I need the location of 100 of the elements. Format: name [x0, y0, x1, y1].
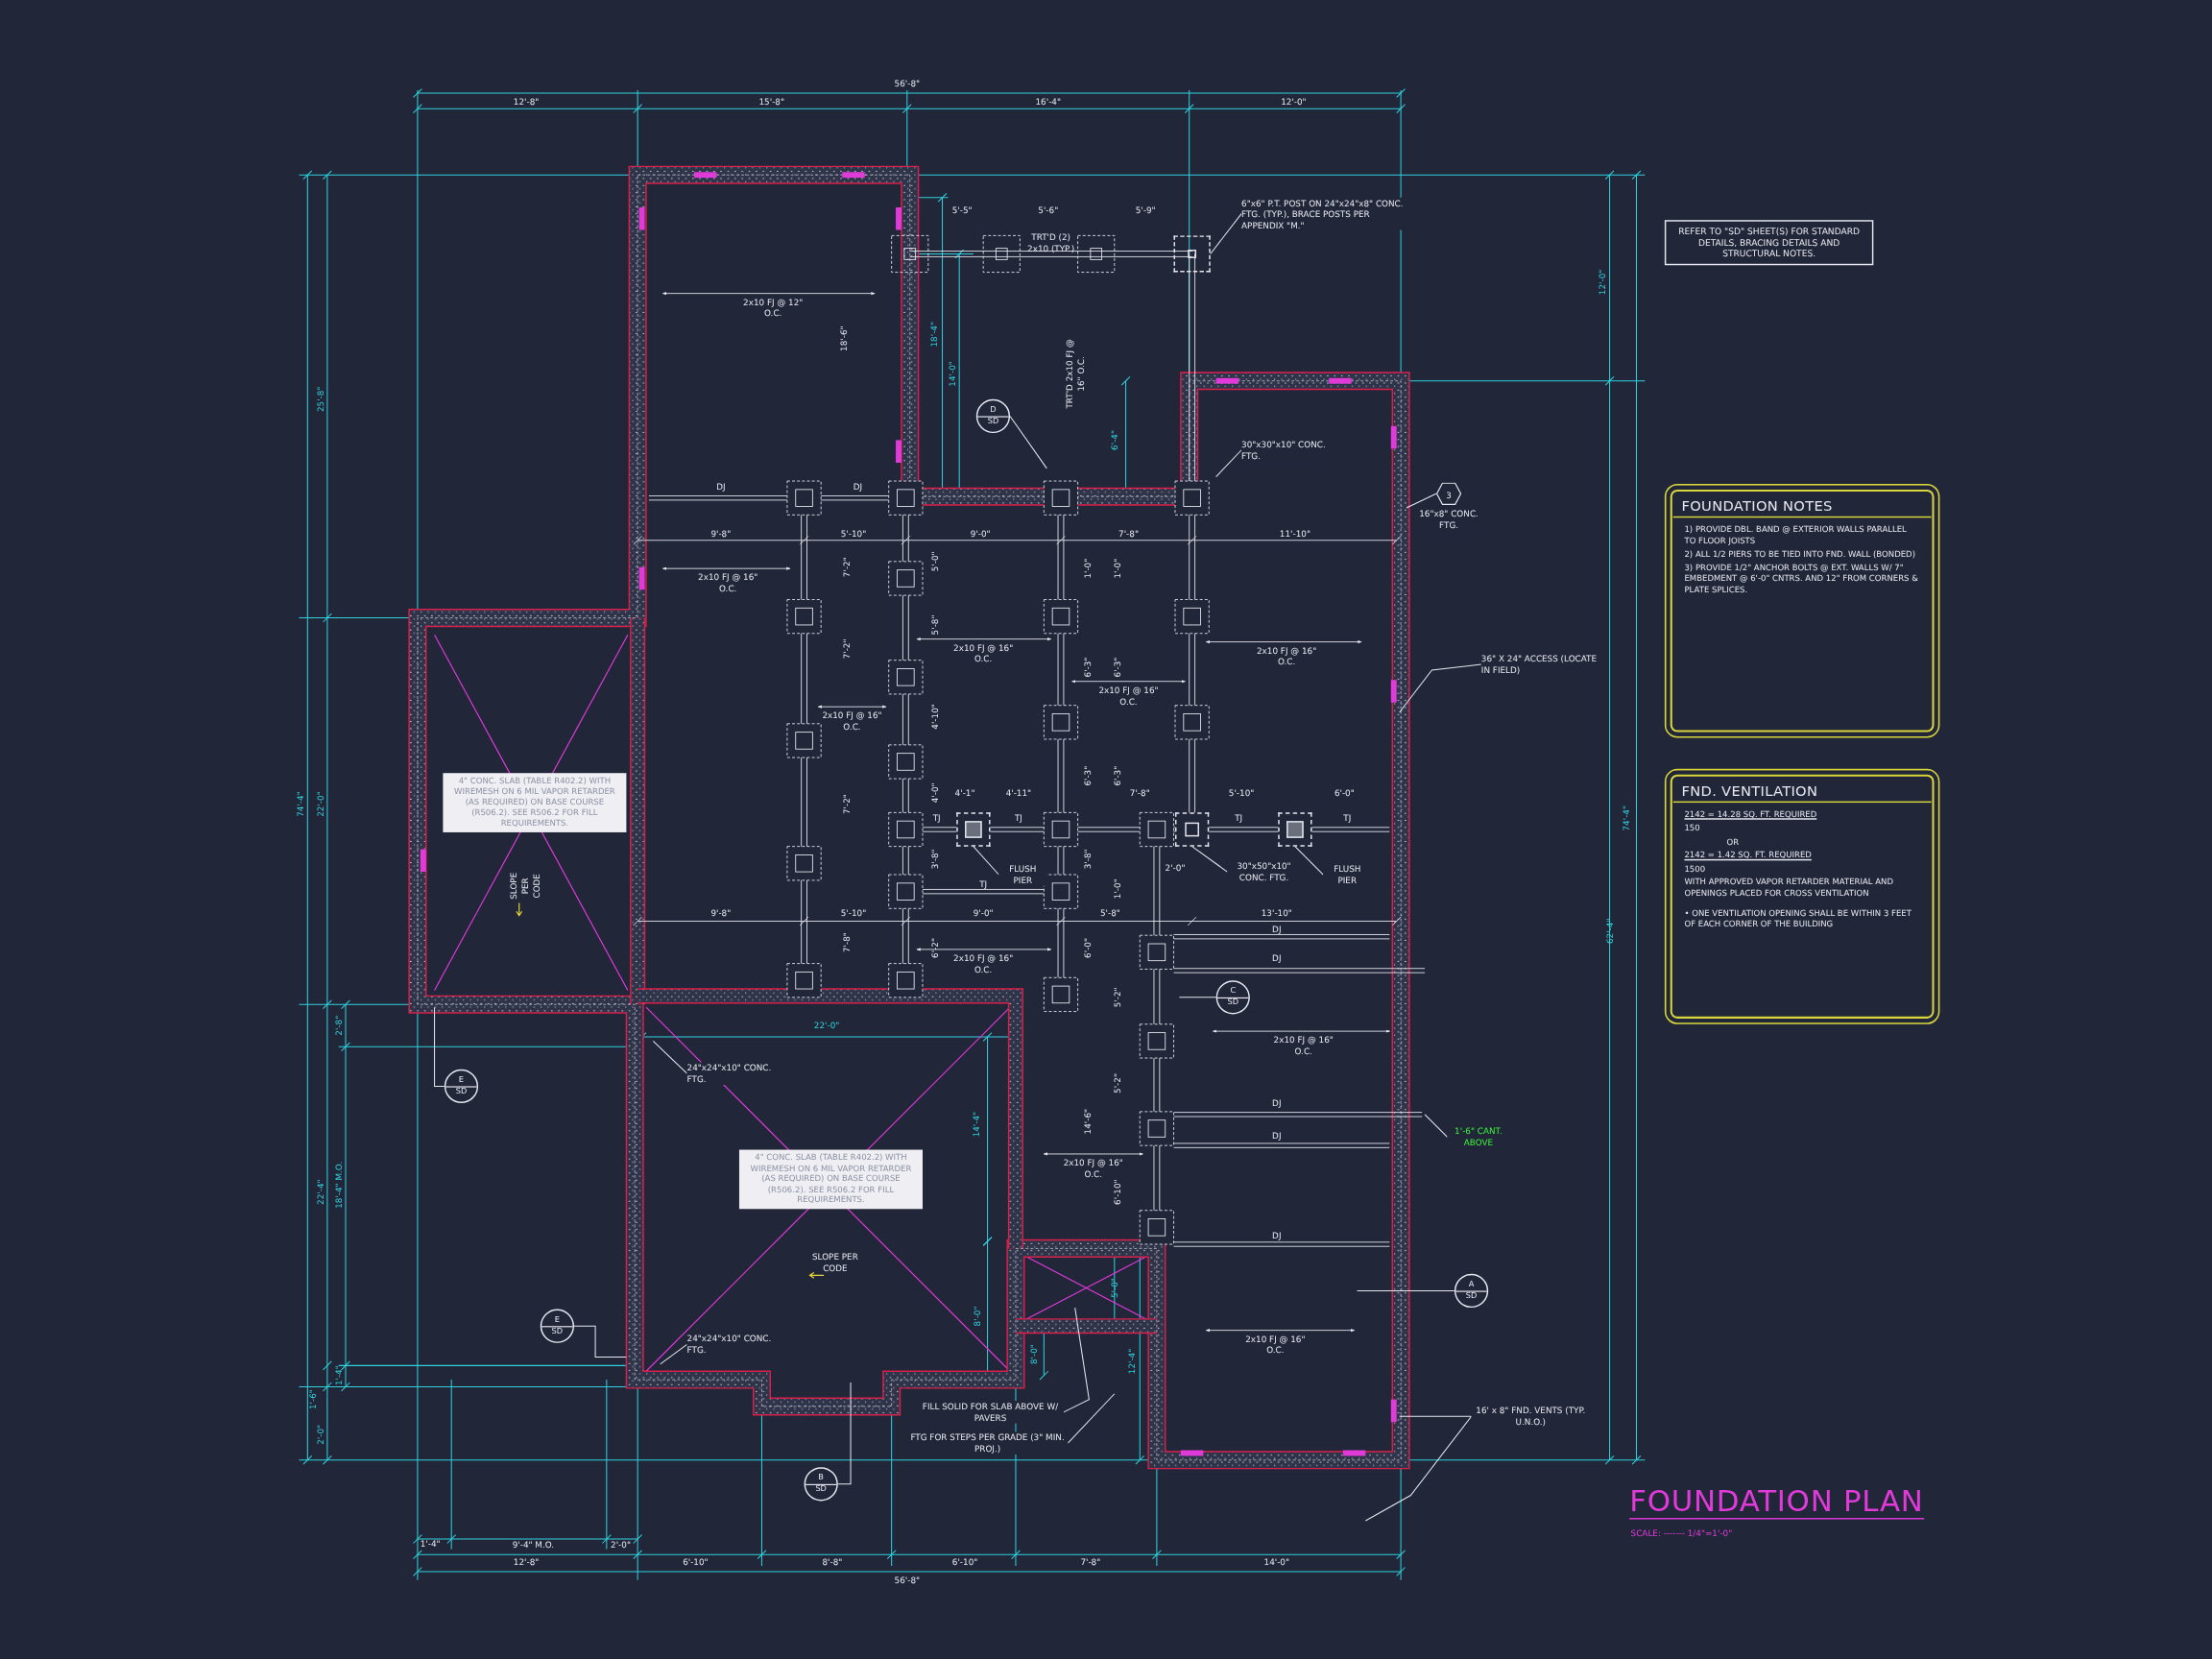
plan-label: 1'-4" — [420, 1537, 441, 1550]
note-text: 2142 = 14.28 SQ. FT. REQUIRED — [1684, 809, 1818, 821]
dimension-text: 14'-4" — [971, 1111, 982, 1138]
leader-line — [1399, 663, 1482, 713]
plan-label: 4'-10" — [929, 704, 941, 730]
plan-label: 2x10 FJ @ 16" O.C. — [1255, 644, 1318, 667]
plan-label: 7'-2" — [840, 794, 853, 814]
plan-label: 2x10 FJ @ 16" O.C. — [697, 571, 759, 594]
dimension-text: 18'-4" M.O. — [332, 1161, 345, 1209]
plan-label: 12'-0" — [1281, 96, 1307, 108]
dimension-text: 22'-0" — [314, 791, 326, 817]
leader-line — [573, 1325, 627, 1358]
dimension-text: 62'-4" — [1603, 918, 1616, 945]
dimension-text: 22'-0" — [813, 1020, 840, 1031]
panel-heading: FOUNDATION NOTES — [1672, 492, 1932, 518]
section-letter: D — [990, 406, 997, 415]
note-text: 3) PROVIDE 1/2" ANCHOR BOLTS @ EXT. WALLS W/ 7" EMBEDMENT @ 6'-0" CNTRS. AND 12" FROM CORNERS & PLATE SPLICES. — [1684, 563, 1919, 596]
tag-number: 3 — [1446, 489, 1452, 499]
plan-label: DJ — [1272, 1230, 1282, 1241]
plan-label: 56'-8" — [894, 1575, 921, 1586]
plan-label: 14'-6" — [1082, 1108, 1094, 1135]
plan-label: 9'-8" — [710, 527, 732, 540]
plan-label: 9'-8" — [710, 906, 732, 919]
dimension-text: 1'-6" — [307, 1389, 319, 1410]
leader-line — [1191, 846, 1228, 873]
dimension-text: 5'-0" — [1109, 1278, 1120, 1298]
plan-label: 8'-8" — [822, 1555, 843, 1568]
scale-note: SCALE: ------- 1/4"=1'-0" — [1630, 1527, 1733, 1538]
note-text: 2142 = 1.42 SQ. FT. REQUIRED — [1684, 851, 1813, 862]
plan-label: 6'-10" — [683, 1555, 709, 1568]
leader-line — [1178, 997, 1217, 998]
dimension-text: 1'-4" — [332, 1365, 345, 1386]
dimension-text: 8'-0" — [972, 1306, 983, 1327]
plan-label: 7'-2" — [840, 638, 853, 660]
leader-line — [1294, 846, 1324, 876]
note-box: REFER TO "SD" SHEET(S) FOR STANDARD DETAILS, BRACING DETAILS AND STRUCTURAL NOTES. — [1664, 220, 1874, 266]
plan-label: 5'-10" — [840, 906, 867, 919]
plan-label: 1'-0" — [1112, 878, 1123, 900]
note-text: 1) PROVIDE DBL. BAND @ EXTERIOR WALLS PARALLEL TO FLOOR JOISTS — [1684, 524, 1908, 547]
section-letter: A — [1468, 1281, 1475, 1289]
leader-line — [1063, 1307, 1090, 1413]
dimension-text: 12'-0" — [1597, 269, 1608, 296]
dimension-text: 2'-0" — [314, 1424, 326, 1445]
plan-label: 5'-8" — [1099, 906, 1120, 919]
plan-label: 11'-10" — [1279, 527, 1310, 540]
sheet-reference: SD — [1227, 998, 1238, 1007]
notes-panel — [1664, 484, 1940, 738]
section-letter: E — [554, 1316, 560, 1325]
section-marker — [975, 398, 1011, 434]
plan-label: 2'-0" — [1165, 861, 1186, 874]
flush-pier — [1278, 812, 1312, 847]
plan-label: 2x10 FJ @ 16" O.C. — [1062, 1157, 1124, 1180]
plan-label: 15'-8" — [758, 96, 784, 108]
plan-label: TRT'D 2x10 FJ @ 16" O.C. — [1064, 338, 1086, 411]
leader-line — [1357, 1289, 1455, 1291]
dimension-text: 25'-8" — [314, 386, 326, 413]
plan-label: 5'-2" — [1112, 987, 1123, 1008]
dimension-text: 8'-0" — [1028, 1344, 1040, 1365]
leader-line — [1364, 1415, 1473, 1522]
leader-line — [837, 1382, 852, 1485]
plan-label: 1'-0" — [1112, 558, 1123, 579]
plan-label: 7'-2" — [840, 557, 853, 578]
plan-label: TJ — [1235, 812, 1243, 824]
plan-label: DJ — [1272, 924, 1282, 936]
plan-label: 3'-8" — [1082, 849, 1094, 870]
flush-pier — [956, 812, 991, 847]
note-text: OR — [1726, 837, 1741, 849]
plan-label: 3'-8" — [929, 849, 941, 870]
plan-label: 2x10 FJ @ 12" O.C. — [742, 296, 805, 319]
plan-label: TJ — [1014, 812, 1022, 824]
panel-heading: FND. VENTILATION — [1672, 777, 1932, 804]
callout-note: FLUSH PIER — [998, 863, 1047, 886]
slab-note: 4" CONC. SLAB (TABLE R402.2) WITH WIREMESH ON 6 MIL VAPOR RETARDER (AS REQUIRED) ON BASE COURSE (R506.2). SEE R506.2 FOR FILL REQUIREMENTS. — [738, 1149, 923, 1209]
plan-label: TRT'D (2) 2x10 (TYP.) — [1026, 231, 1076, 254]
plan-label: 5'-6" — [1038, 204, 1059, 216]
dimension-text: 22'-4" — [314, 1179, 326, 1205]
plan-label: 6'-10" — [1112, 1179, 1123, 1205]
plan-label: 12'-8" — [513, 1555, 540, 1568]
plan-label: 2x10 FJ @ 16" O.C. — [1244, 1333, 1307, 1356]
plan-label: 7'-8" — [1118, 527, 1139, 540]
hexagon-tag — [1435, 482, 1462, 506]
plan-label: 16'-4" — [1035, 96, 1061, 108]
plan-label: 2x10 FJ @ 16" O.C. — [1097, 684, 1160, 707]
section-marker — [540, 1309, 575, 1343]
plan-label: 2'-0" — [611, 1539, 631, 1551]
leader-line — [973, 846, 999, 876]
plan-label: 9'-0" — [970, 527, 991, 540]
section-marker — [1454, 1273, 1489, 1309]
plan-label: DJ — [853, 481, 863, 493]
dimension-text: 14'-0" — [947, 361, 958, 387]
plan-label: 12'-8" — [513, 96, 540, 108]
dimension-text: 74'-4" — [1621, 805, 1632, 831]
plan-label: SLOPE PER CODE — [810, 1251, 859, 1274]
plan-label: 1'-0" — [1082, 558, 1094, 579]
plan-label: DJ — [1272, 1097, 1282, 1109]
dimension-text: 12'-4" — [1125, 1348, 1137, 1375]
plan-label: 5'-10" — [840, 527, 867, 540]
post-footing — [1173, 235, 1211, 273]
plan-label: 2x10 FJ @ 16" O.C. — [952, 952, 1015, 975]
plan-label: TJ — [1343, 812, 1352, 824]
